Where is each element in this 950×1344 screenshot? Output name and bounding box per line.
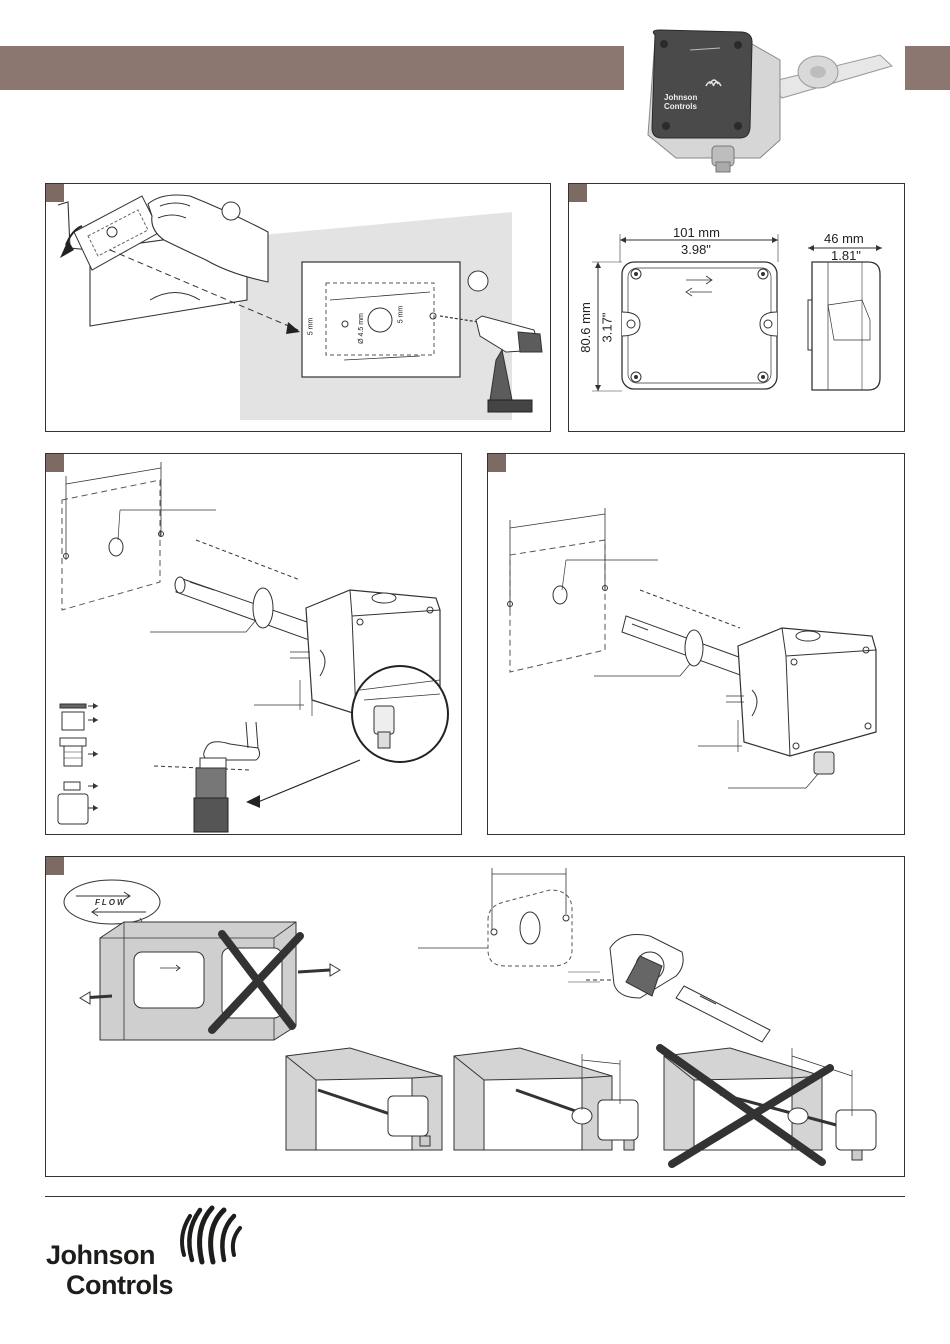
footer-logo-line1: Johnson: [46, 1240, 155, 1270]
footer-logo-line2: Controls: [66, 1270, 173, 1300]
